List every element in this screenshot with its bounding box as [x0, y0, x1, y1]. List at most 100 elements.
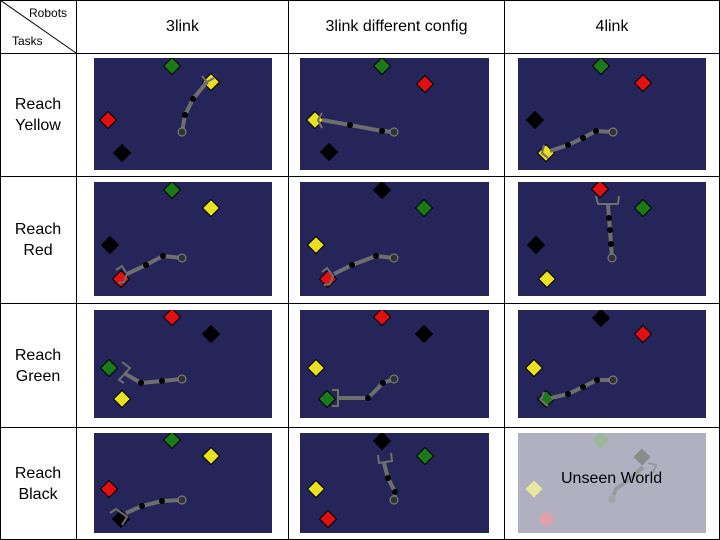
black-diamond-icon [319, 142, 339, 162]
red-diamond-icon [415, 74, 435, 94]
red-diamond-icon [98, 110, 118, 130]
table-divider [76, 0, 77, 540]
gray-diamond-icon [633, 448, 651, 466]
scene-canvas [94, 182, 272, 296]
table-border-top [0, 0, 720, 1]
table-border-left [0, 0, 1, 540]
black-diamond-icon [201, 324, 221, 344]
green-diamond-icon [99, 358, 119, 378]
red-diamond-icon [633, 324, 653, 344]
robot-arm-icon [321, 253, 399, 286]
corner-robots-label: Robots [29, 6, 68, 20]
yellow-diamond-icon [524, 358, 544, 378]
scene-3link-alt-reach-yellow [300, 58, 489, 170]
black-diamond-icon [525, 110, 545, 130]
table-divider [0, 176, 720, 177]
black-diamond-icon [414, 324, 434, 344]
yellow-diamond-icon [201, 446, 221, 466]
row-header-line: Yellow [15, 117, 61, 134]
yellow-diamond-icon [537, 269, 557, 289]
row-header-line: Reach [14, 221, 62, 238]
scene-canvas [518, 433, 706, 533]
scene-canvas [300, 433, 489, 533]
yellow-diamond-icon [201, 198, 221, 218]
robot-arm-icon [539, 375, 618, 407]
corner-tasks-label: Tasks [12, 34, 43, 48]
yellow-diamond-icon [112, 389, 132, 409]
scene-canvas [518, 58, 706, 170]
black-diamond-icon [100, 235, 120, 255]
black-diamond-icon [372, 433, 392, 451]
red-diamond-icon [99, 479, 119, 499]
scene-canvas [94, 433, 272, 533]
robot-arm-icon [332, 374, 399, 407]
corner-diagonal [0, 0, 77, 54]
scene-4link-reach-red [518, 182, 706, 296]
column-header-3link-different-config: 3link different config [325, 17, 468, 35]
green-diamond-icon [591, 58, 611, 76]
red-diamond-icon [633, 73, 653, 93]
red-diamond-icon [537, 510, 555, 528]
scene-3link-alt-reach-red [300, 182, 489, 296]
row-header-line: Reach [14, 346, 62, 364]
scene-canvas [300, 182, 489, 296]
scene-4link-unseen-world [518, 433, 706, 533]
yellow-diamond-icon [306, 235, 326, 255]
red-diamond-icon [590, 182, 610, 199]
row-header-line: Black [18, 485, 58, 503]
black-diamond-icon [591, 310, 611, 328]
robot-arm-icon [607, 462, 658, 504]
green-diamond-icon [162, 433, 182, 450]
scene-canvas [518, 310, 706, 418]
robot-arm-icon [115, 253, 187, 284]
yellow-diamond-icon [306, 479, 326, 499]
green-diamond-icon [317, 389, 337, 409]
robot-arm-icon [540, 127, 618, 159]
yellow-diamond-icon [306, 358, 326, 378]
robot-arm-icon [117, 361, 187, 386]
green-diamond-icon [415, 446, 435, 466]
column-header-4link: 4link [595, 17, 629, 35]
green-diamond-icon [162, 182, 182, 200]
scene-3link-reach-yellow [94, 58, 272, 170]
row-header-line: Red [23, 242, 53, 259]
red-diamond-icon [372, 310, 392, 327]
scene-canvas [518, 182, 706, 296]
column-header-3link: 3link [166, 17, 199, 35]
robot-arm-icon [595, 195, 620, 263]
robot-arm-icon [109, 495, 187, 526]
green-diamond-icon [592, 433, 610, 449]
black-diamond-icon [112, 143, 132, 163]
scene-3link-alt-reach-green [300, 310, 489, 418]
unseen-world-label: Unseen World [561, 470, 663, 487]
scene-3link-reach-red [94, 182, 272, 296]
yellow-diamond-icon [525, 480, 543, 498]
scene-3link-reach-black [94, 433, 272, 533]
yellow-diamond-icon [536, 143, 556, 163]
row-header-line: Reach [14, 464, 62, 482]
yellow-diamond-icon [201, 72, 221, 92]
table-divider [0, 303, 720, 304]
scene-3link-alt-reach-black [300, 433, 489, 533]
black-diamond-icon [372, 182, 392, 200]
table-divider [504, 0, 505, 540]
red-diamond-icon [111, 269, 131, 289]
robot-arm-icon [316, 112, 399, 137]
red-diamond-icon [318, 509, 338, 529]
table-divider [288, 0, 289, 540]
green-diamond-icon [536, 389, 556, 409]
green-diamond-icon [633, 198, 653, 218]
scene-4link-reach-yellow [518, 58, 706, 170]
table-divider [0, 53, 720, 54]
robot-arm-icon [177, 75, 215, 137]
row-header-line: Green [15, 367, 61, 385]
scene-4link-reach-green [518, 310, 706, 418]
green-diamond-icon [372, 58, 392, 76]
table-divider [0, 427, 720, 428]
red-diamond-icon [162, 310, 182, 327]
scene-canvas [94, 58, 272, 170]
scene-canvas [300, 58, 489, 170]
